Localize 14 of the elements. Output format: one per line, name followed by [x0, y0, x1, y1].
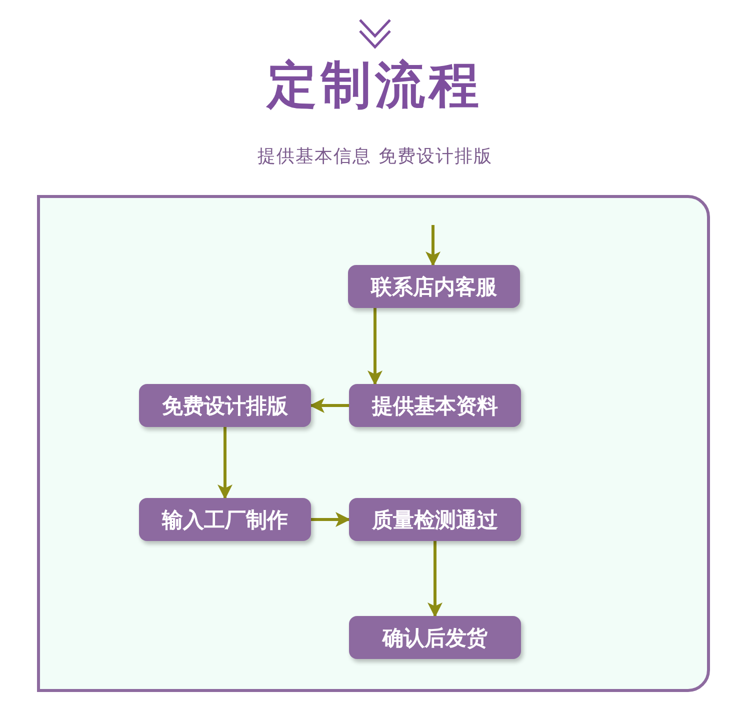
process-box: 确认后发货	[349, 616, 521, 659]
arrow	[310, 398, 349, 413]
process-box: 免费设计排版	[139, 384, 311, 427]
arrow	[311, 512, 350, 527]
process-box: 输入工厂制作	[139, 498, 311, 541]
process-box: 提供基本资料	[349, 384, 521, 427]
subtitle: 提供基本信息 免费设计排版	[256, 145, 494, 168]
process-box: 联系店内客服	[348, 265, 520, 308]
arrow	[426, 225, 440, 266]
arrow	[218, 427, 232, 500]
process-box: 质量检测通过	[349, 498, 521, 541]
arrow	[428, 541, 442, 618]
arrow	[368, 308, 382, 386]
title: 定制流程	[265, 55, 484, 116]
